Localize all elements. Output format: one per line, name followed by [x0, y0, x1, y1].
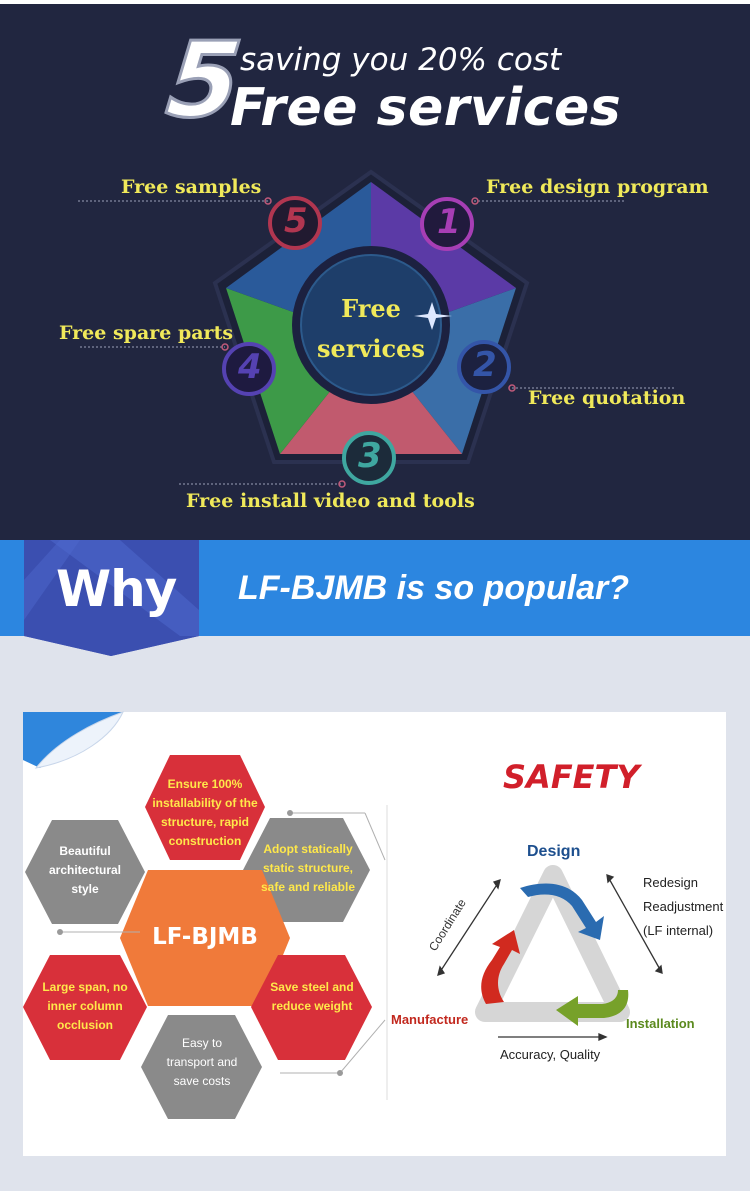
safety-title: SAFETY	[503, 758, 640, 796]
top-border	[0, 0, 750, 4]
label-free-samples: Free samples	[121, 176, 262, 198]
hex-save-text: Save steel and reduce weight	[270, 980, 354, 1013]
hex-adopt-text: Adopt statically static structure, safe …	[260, 842, 356, 894]
hero-tagline: saving you 20% cost	[240, 42, 562, 78]
why-question: LF-BJMB is so popular?	[238, 569, 629, 607]
brand-label: LF-BJMB	[152, 924, 258, 950]
label-accuracy: Accuracy, Quality	[500, 1047, 601, 1062]
badge-number-1: 1	[437, 202, 461, 242]
label-redesign: Redesign	[643, 875, 698, 890]
label-design: Design	[527, 843, 581, 860]
badge-1	[420, 197, 474, 251]
hero-title: Free services	[230, 78, 622, 138]
label-free-spare: Free spare parts	[59, 322, 234, 344]
label-free-design: Free design program	[486, 176, 709, 198]
hex-large-text: Large span, no inner column occlusion	[42, 980, 128, 1032]
label-readjustment: Readjustment	[643, 899, 724, 914]
label-installation: Installation	[626, 1016, 695, 1031]
label-free-install: Free install video and tools	[186, 490, 475, 512]
leader-dots	[221, 197, 516, 488]
center-line1: Free	[341, 294, 401, 323]
label-free-quotation: Free quotation	[528, 387, 686, 409]
badge-2	[457, 340, 511, 394]
hex-easy-text: Easy to transport and save costs	[166, 1036, 238, 1088]
why-badge-text: Why	[56, 560, 177, 618]
badge-number-4: 4	[238, 347, 262, 387]
center-line2: services	[317, 334, 425, 363]
sparkle-icon	[414, 302, 452, 330]
hex-beautiful-text: Beautiful architectural style	[48, 844, 122, 896]
badge-4	[222, 342, 276, 396]
label-lf-internal: (LF internal)	[643, 923, 714, 938]
leader-lines	[78, 200, 675, 485]
badge-number-3: 3	[358, 436, 382, 476]
badge-number-2: 2	[473, 345, 497, 385]
badge-3	[342, 431, 396, 485]
center-disc	[300, 254, 442, 396]
badge-5	[268, 196, 322, 250]
hex-ensure-text: Ensure 100% installability of the struct…	[152, 777, 258, 848]
badge-number-5: 5	[284, 201, 308, 241]
label-manufacture: Manufacture	[391, 1012, 469, 1027]
